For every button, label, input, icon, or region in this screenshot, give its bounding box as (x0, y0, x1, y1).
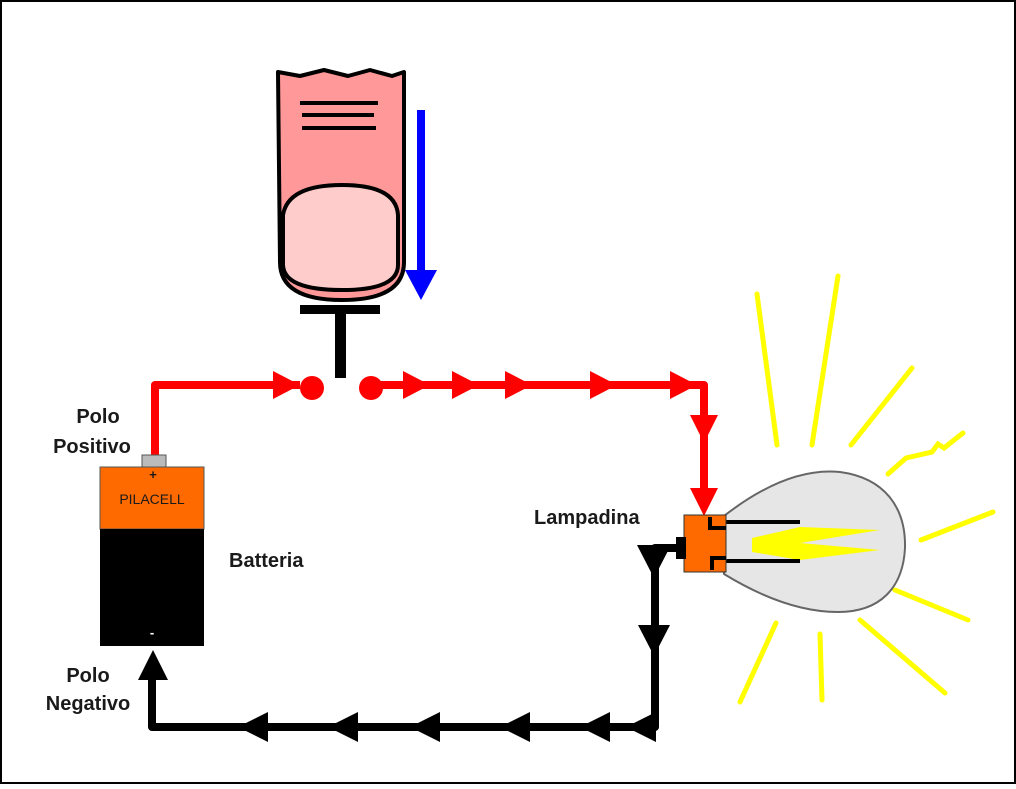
batteria-label: Batteria (229, 550, 304, 572)
battery-icon: + PILACELL - (99, 454, 205, 646)
bulb-glass (723, 470, 907, 614)
current-arrow (138, 650, 168, 680)
current-arrow (452, 371, 479, 399)
current-arrow (637, 545, 671, 578)
battery-top (99, 466, 205, 530)
polo-positivo-label-line1: Polo (76, 406, 119, 428)
bulb-contact (676, 537, 686, 559)
battery-plus-sign: + (149, 467, 157, 482)
current-arrow (626, 712, 656, 742)
switch-contact-left (300, 376, 324, 400)
down-arrow-icon (405, 110, 437, 300)
current-arrow (410, 712, 440, 742)
push-button-switch-icon (276, 68, 406, 378)
current-arrow (690, 415, 718, 443)
current-arrow (403, 371, 430, 399)
current-arrow (328, 712, 358, 742)
negative-wire (138, 544, 680, 742)
current-arrow (590, 371, 617, 399)
current-arrow (638, 625, 670, 656)
polo-negativo-label-line2: Negativo (46, 693, 130, 715)
current-arrow (690, 488, 718, 516)
lampadina-label: Lampadina (534, 507, 640, 529)
light-rays (737, 273, 996, 705)
filament-glow (752, 527, 880, 560)
battery-terminal (141, 454, 167, 468)
bulb-socket (683, 514, 727, 573)
battery-minus-sign: - (150, 625, 154, 640)
current-arrow (273, 371, 300, 399)
polo-positivo-label-line2: Positivo (53, 436, 131, 458)
switch-contact-right (359, 376, 383, 400)
current-arrow (580, 712, 610, 742)
current-arrow (238, 712, 268, 742)
battery-brand-label: PILACELL (119, 491, 185, 507)
positive-wire (151, 371, 718, 516)
polo-negativo-label-line1: Polo (66, 665, 109, 687)
battery-body (100, 529, 204, 646)
current-arrow (505, 371, 532, 399)
current-arrow (670, 371, 697, 399)
light-bulb-icon (676, 273, 996, 705)
current-arrow (500, 712, 530, 742)
